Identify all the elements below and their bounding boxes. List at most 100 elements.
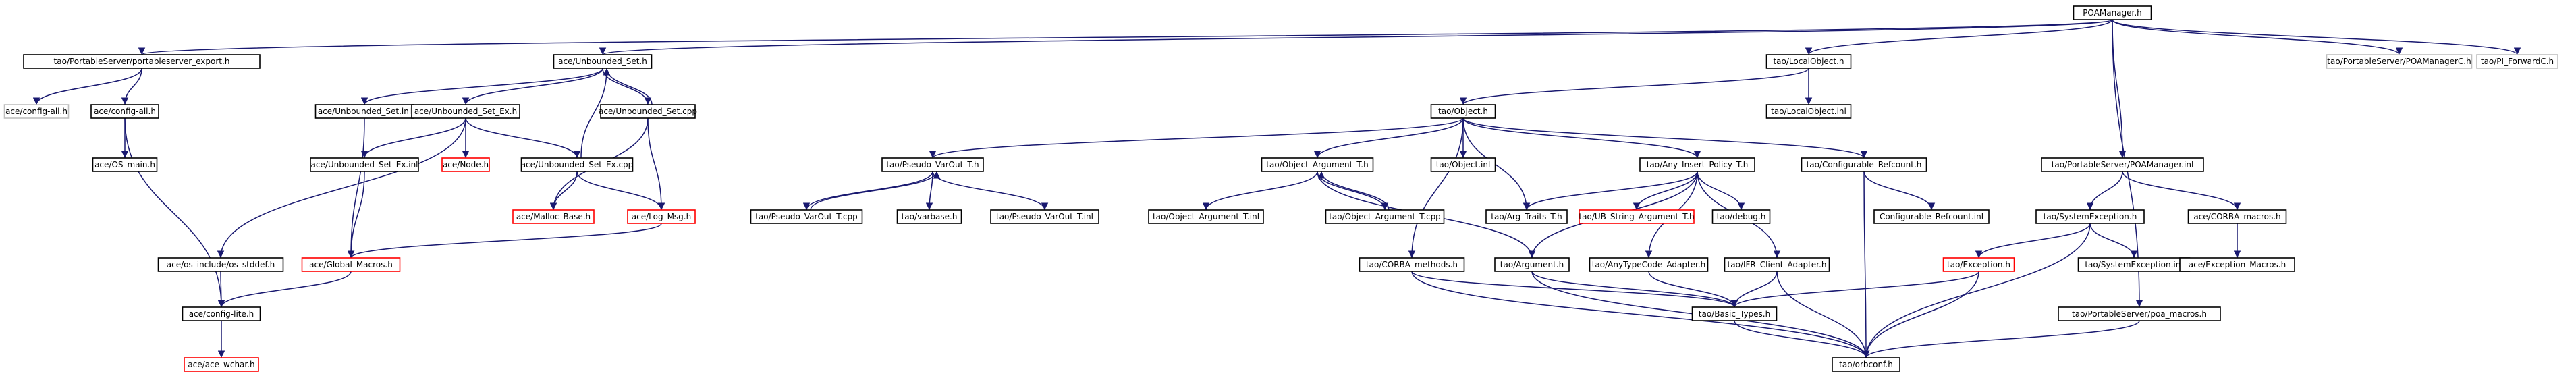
edge-any_insert_policy-to-ub_string_argument (1633, 171, 1698, 211)
node-ps_export[interactable]: tao/PortableServer/portableserver_export… (23, 54, 261, 69)
node-pseudo_varout_inl[interactable]: tao/Pseudo_VarOut_T.inl (990, 209, 1099, 224)
node-malloc_base[interactable]: ace/Malloc_Base.h (512, 209, 595, 224)
node-box-poamanager_h[interactable] (2073, 5, 2152, 20)
node-box-ace_config_all[interactable] (3, 104, 70, 119)
node-ace_wchar[interactable]: ace/ace_wchar.h (184, 357, 259, 372)
node-unbounded_set_ex_h[interactable]: ace/Unbounded_Set_Ex.h (411, 104, 520, 119)
node-box-localobject_h[interactable] (1765, 54, 1852, 69)
node-localobject_h[interactable]: tao/LocalObject.h (1765, 54, 1852, 69)
node-object_inl[interactable]: tao/Object.inl (1430, 157, 1496, 172)
node-box-unbounded_set_ex_cpp[interactable] (520, 157, 634, 172)
node-poamanager_c[interactable]: tao/PortableServer/POAManagerC.h (2326, 54, 2473, 69)
node-ace_node[interactable]: ace/Node.h (441, 157, 490, 172)
node-box-os_stddef[interactable] (157, 257, 284, 272)
node-box-pi_forward[interactable] (2476, 54, 2558, 69)
node-ps_poamanager_inl[interactable]: tao/PortableServer/POAManager.inl (2041, 157, 2204, 172)
node-box-pseudo_varout_cpp[interactable] (750, 209, 863, 224)
node-box-object_argument_cpp[interactable] (1325, 209, 1445, 224)
node-box-log_msg[interactable] (627, 209, 696, 224)
node-argument_h[interactable]: tao/Argument.h (1494, 257, 1570, 272)
node-log_msg[interactable]: ace/Log_Msg.h (627, 209, 696, 224)
node-arg_traits[interactable]: tao/Arg_Traits_T.h (1485, 209, 1568, 224)
node-box-unbounded_set_h[interactable] (553, 54, 653, 69)
node-unbounded_set_ex_inl[interactable]: ace/Unbounded_Set_Ex.inl (310, 157, 419, 172)
node-object_argument_inl[interactable]: tao/Object_Argument_T.inl (1148, 209, 1264, 224)
node-varbase[interactable]: tao/varbase.h (896, 209, 962, 224)
node-box-arg_traits[interactable] (1485, 209, 1568, 224)
node-box-object_h[interactable] (1430, 104, 1496, 119)
node-system_exception_inl[interactable]: tao/SystemException.inl (2077, 257, 2191, 272)
node-box-poa_macros[interactable] (2058, 306, 2221, 321)
node-config_lite[interactable]: ace/config-lite.h (182, 306, 261, 321)
node-box-ub_string_argument[interactable] (1579, 209, 1695, 224)
node-localobject_inl[interactable]: tao/LocalObject.inl (1765, 104, 1852, 119)
node-box-config_all[interactable] (90, 104, 159, 119)
node-anytypecode_adapter[interactable]: tao/AnyTypeCode_Adapter.h (1589, 257, 1709, 272)
node-box-localobject_inl[interactable] (1765, 104, 1852, 119)
node-pi_forward[interactable]: tao/PI_ForwardC.h (2476, 54, 2558, 69)
node-orbconf[interactable]: tao/orbconf.h (1832, 357, 1900, 372)
node-corba_macros[interactable]: ace/CORBA_macros.h (2187, 209, 2287, 224)
node-ub_string_argument[interactable]: tao/UB_String_Argument_T.h (1579, 209, 1695, 224)
node-exception_macros[interactable]: ace/Exception_Macros.h (2179, 257, 2295, 272)
node-configurable_refcount_inl[interactable]: Configurable_Refcount.inl (1873, 209, 1990, 224)
node-poa_macros[interactable]: tao/PortableServer/poa_macros.h (2058, 306, 2221, 321)
node-config_all[interactable]: ace/config-all.h (90, 104, 159, 119)
node-box-exception_h[interactable] (1942, 257, 2015, 272)
node-box-varbase[interactable] (896, 209, 962, 224)
node-box-unbounded_set_cpp[interactable] (600, 104, 696, 119)
node-system_exception_h[interactable]: tao/SystemException.h (2035, 209, 2145, 224)
node-os_main[interactable]: ace/OS_main.h (92, 157, 158, 172)
node-label-localobject_h: tao/LocalObject.h (1773, 57, 1844, 66)
node-box-global_macros[interactable] (301, 257, 401, 272)
node-box-basic_types[interactable] (1691, 306, 1778, 321)
node-ifr_client_adapter[interactable]: tao/IFR_Client_Adapter.h (1724, 257, 1830, 272)
node-box-unbounded_set_ex_h[interactable] (411, 104, 520, 119)
node-box-anytypecode_adapter[interactable] (1589, 257, 1709, 272)
node-box-os_main[interactable] (92, 157, 158, 172)
node-object_argument_h[interactable]: tao/Object_Argument_T.h (1261, 157, 1374, 172)
node-pseudo_varout_h[interactable]: tao/Pseudo_VarOut_T.h (881, 157, 984, 172)
node-box-pseudo_varout_inl[interactable] (990, 209, 1099, 224)
node-box-unbounded_set_ex_inl[interactable] (310, 157, 419, 172)
node-basic_types[interactable]: tao/Basic_Types.h (1691, 306, 1778, 321)
node-box-ps_export[interactable] (23, 54, 261, 69)
node-box-any_insert_policy[interactable] (1639, 157, 1755, 172)
node-box-ace_node[interactable] (441, 157, 490, 172)
node-unbounded_set_cpp[interactable]: ace/Unbounded_Set.cpp (599, 104, 697, 119)
node-box-configurable_refcount_inl[interactable] (1873, 209, 1990, 224)
node-box-ifr_client_adapter[interactable] (1724, 257, 1830, 272)
node-poamanager_h[interactable]: POAManager.h (2073, 5, 2152, 20)
node-box-debug_h[interactable] (1711, 209, 1771, 224)
node-unbounded_set_h[interactable]: ace/Unbounded_Set.h (553, 54, 653, 69)
node-box-malloc_base[interactable] (512, 209, 595, 224)
node-box-ace_wchar[interactable] (184, 357, 259, 372)
node-box-exception_macros[interactable] (2179, 257, 2295, 272)
node-corba_methods[interactable]: tao/CORBA_methods.h (1359, 257, 1465, 272)
node-box-poamanager_c[interactable] (2326, 54, 2473, 69)
node-box-corba_macros[interactable] (2187, 209, 2287, 224)
node-box-config_lite[interactable] (182, 306, 261, 321)
node-unbounded_set_inl[interactable]: ace/Unbounded_Set.inl (314, 104, 414, 119)
node-box-corba_methods[interactable] (1359, 257, 1465, 272)
node-box-pseudo_varout_h[interactable] (881, 157, 984, 172)
node-box-system_exception_h[interactable] (2035, 209, 2145, 224)
node-any_insert_policy[interactable]: tao/Any_Insert_Policy_T.h (1639, 157, 1755, 172)
node-global_macros[interactable]: ace/Global_Macros.h (301, 257, 401, 272)
node-configurable_refcount_h[interactable]: tao/Configurable_Refcount.h (1801, 157, 1927, 172)
node-object_h[interactable]: tao/Object.h (1430, 104, 1496, 119)
node-pseudo_varout_cpp[interactable]: tao/Pseudo_VarOut_T.cpp (750, 209, 863, 224)
node-box-configurable_refcount_h[interactable] (1801, 157, 1927, 172)
node-box-ps_poamanager_inl[interactable] (2041, 157, 2204, 172)
node-box-object_argument_inl[interactable] (1148, 209, 1264, 224)
node-box-orbconf[interactable] (1832, 357, 1900, 372)
node-exception_h[interactable]: tao/Exception.h (1942, 257, 2015, 272)
node-debug_h[interactable]: tao/debug.h (1711, 209, 1771, 224)
node-unbounded_set_ex_cpp[interactable]: ace/Unbounded_Set_Ex.cpp (520, 157, 634, 172)
node-box-object_inl[interactable] (1430, 157, 1496, 172)
node-box-argument_h[interactable] (1494, 257, 1570, 272)
node-ace_config_all[interactable]: ace/config-all.h (3, 104, 70, 119)
node-os_stddef[interactable]: ace/os_include/os_stddef.h (157, 257, 284, 272)
node-object_argument_cpp[interactable]: tao/Object_Argument_T.cpp (1325, 209, 1445, 224)
node-box-object_argument_h[interactable] (1261, 157, 1374, 172)
